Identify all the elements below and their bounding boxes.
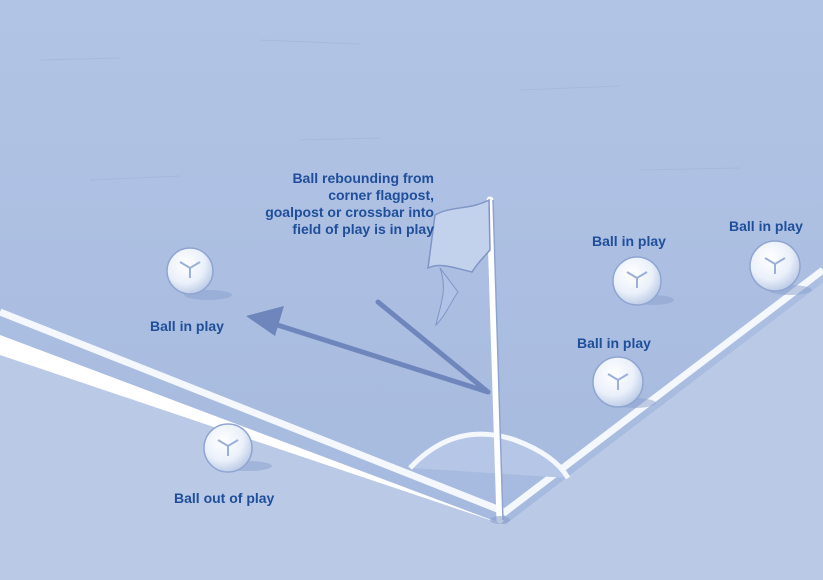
rebound-note-line-4: field of play is in play [265,221,434,238]
rebound-note-line-2: corner flagpost, [265,187,434,204]
label-ball-lower-mid-in-play: Ball in play [577,335,651,352]
rebound-note-line-3: goalpost or crossbar into [265,204,434,221]
label-ball-far-right-in-play: Ball in play [729,218,803,235]
label-ball-left-in-play: Ball in play [150,318,224,335]
rebound-note-line-1: Ball rebounding from [265,170,434,187]
rebound-note: Ball rebounding from corner flagpost, go… [265,170,434,238]
label-ball-upper-mid-in-play: Ball in play [592,233,666,250]
label-ball-out-of-play: Ball out of play [174,490,274,507]
